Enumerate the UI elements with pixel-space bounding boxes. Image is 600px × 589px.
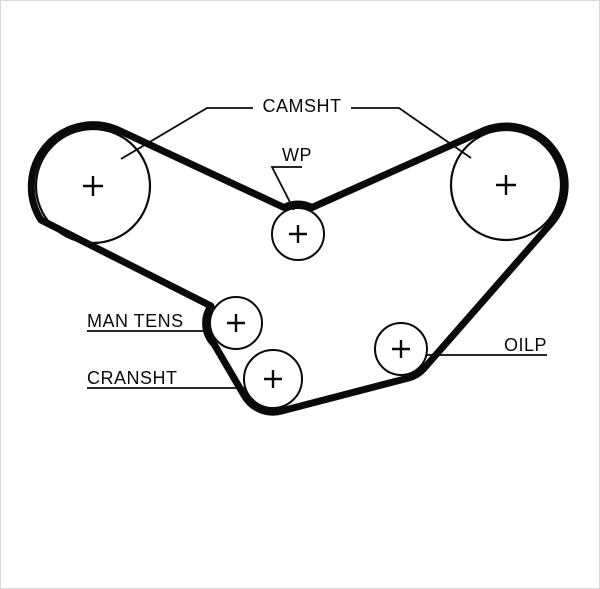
timing-belt: [27, 121, 569, 416]
center-cross-icon: [496, 175, 516, 195]
water-pump-leader: [270, 166, 302, 211]
camshaft-leader-right: [351, 107, 472, 159]
center-cross-icon: [227, 314, 245, 332]
water-pump-label: WP: [282, 145, 312, 165]
center-cross-icon: [83, 176, 103, 196]
crankshaft-label: CRANSHT: [87, 368, 178, 388]
camshaft-label: CAMSHT: [263, 96, 342, 116]
center-cross-icon: [392, 340, 410, 358]
center-cross-icon: [264, 370, 282, 388]
labels: CAMSHT WP MAN TENS CRANSHT OILP: [87, 96, 547, 388]
tensioner-label: MAN TENS: [87, 311, 184, 331]
camshaft-leader-left: [120, 107, 253, 160]
pulleys: [34, 127, 563, 409]
center-cross-icon: [289, 225, 307, 243]
pulley-center-crosses: [83, 175, 516, 388]
oil-pump-label: OILP: [504, 335, 547, 355]
